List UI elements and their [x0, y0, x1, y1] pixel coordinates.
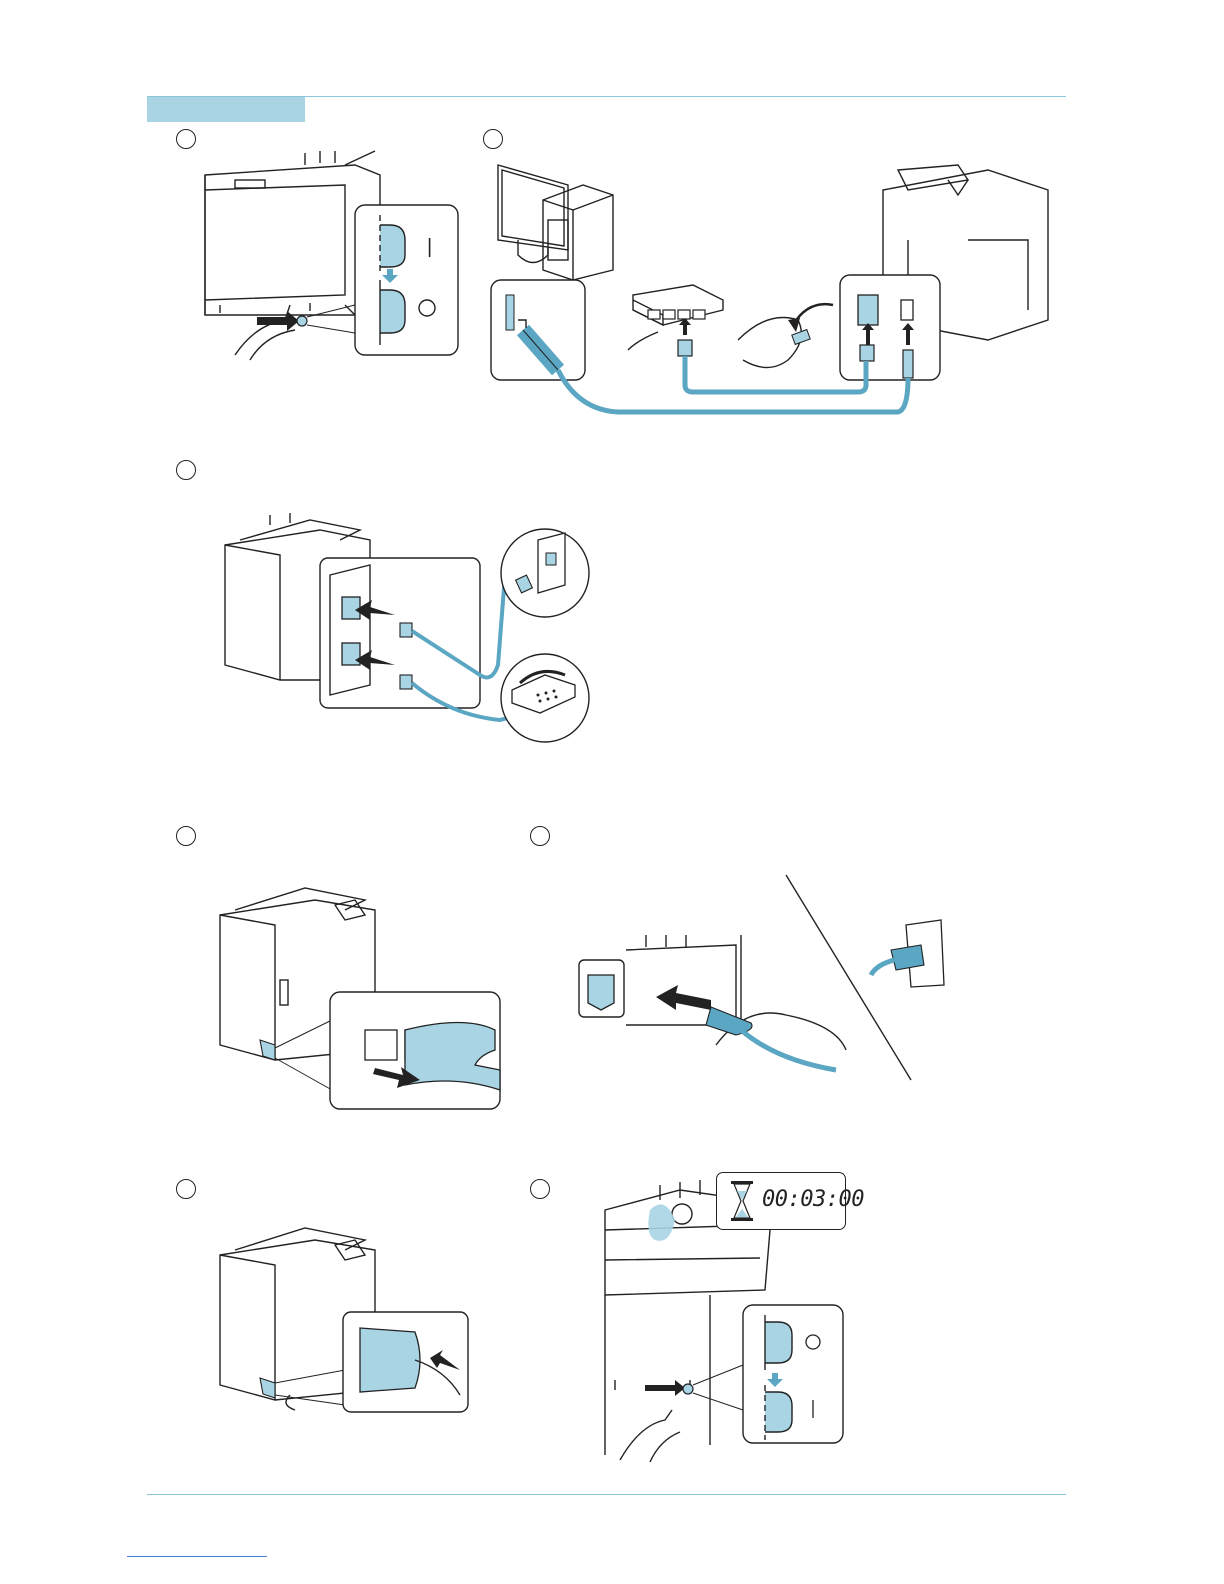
step-circle-2: [483, 129, 503, 149]
step-circle-7: [530, 1179, 550, 1199]
timer-display: 00:03:00: [716, 1172, 846, 1230]
step-circle-5: [530, 826, 550, 846]
header-tab: [147, 97, 305, 122]
step-circle-6: [176, 1179, 196, 1199]
illustration-power-cord: [576, 875, 956, 1085]
timer-value: 00:03:00: [762, 1187, 864, 1212]
step-circle-1: [176, 129, 196, 149]
illustration-secure-cord: [215, 1220, 475, 1420]
illustration-power-off: |: [195, 155, 465, 370]
step-circle-4: [176, 826, 196, 846]
illustration-phone-line: [220, 515, 595, 745]
switch-on-symbol: |: [427, 236, 432, 258]
hourglass-icon: [731, 1181, 753, 1221]
illustration-cable-connection: [488, 160, 1068, 420]
step-circle-3: [176, 460, 196, 480]
illustration-remove-tape: [215, 880, 505, 1112]
footer-link-mark: [127, 1556, 267, 1557]
footer-rule: [147, 1494, 1066, 1495]
